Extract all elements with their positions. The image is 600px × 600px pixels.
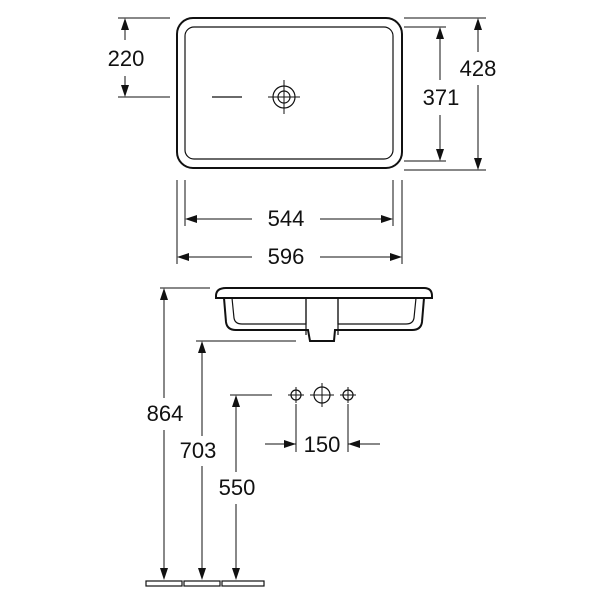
- dim-label-220: 220: [108, 46, 145, 71]
- dim-label-596: 596: [268, 244, 305, 269]
- dimension-220: 220: [108, 17, 170, 98]
- top-view: 220 371 428: [108, 17, 497, 269]
- dim-label-544: 544: [268, 206, 305, 231]
- dimension-150: 150: [265, 404, 380, 457]
- tap-hole-right-icon: [340, 387, 356, 403]
- dim-label-371: 371: [423, 85, 460, 110]
- dimension-428: 428: [404, 17, 497, 171]
- dim-label-703: 703: [180, 438, 217, 463]
- drain-icon: [268, 80, 300, 114]
- dimension-371: 371: [404, 26, 460, 162]
- basin-rim: [215, 287, 433, 299]
- dimension-550: 550: [219, 394, 272, 580]
- dim-label-150: 150: [304, 432, 341, 457]
- dimension-864: 864: [147, 287, 210, 580]
- basin-outer-outline: [176, 17, 403, 169]
- dim-label-864: 864: [147, 401, 184, 426]
- dimension-544: 544: [184, 180, 394, 231]
- side-view: 150 864 703 550: [145, 287, 433, 587]
- dim-label-550: 550: [219, 475, 256, 500]
- dimension-596: 596: [176, 180, 403, 269]
- floor-line: [145, 580, 265, 587]
- dimension-703: 703: [180, 340, 296, 580]
- dim-label-428: 428: [460, 56, 497, 81]
- basin-bowl-section: [223, 297, 425, 342]
- tap-hole-left-icon: [288, 387, 304, 403]
- tap-hole-center-icon: [310, 383, 334, 407]
- basin-inner-outline: [184, 26, 394, 160]
